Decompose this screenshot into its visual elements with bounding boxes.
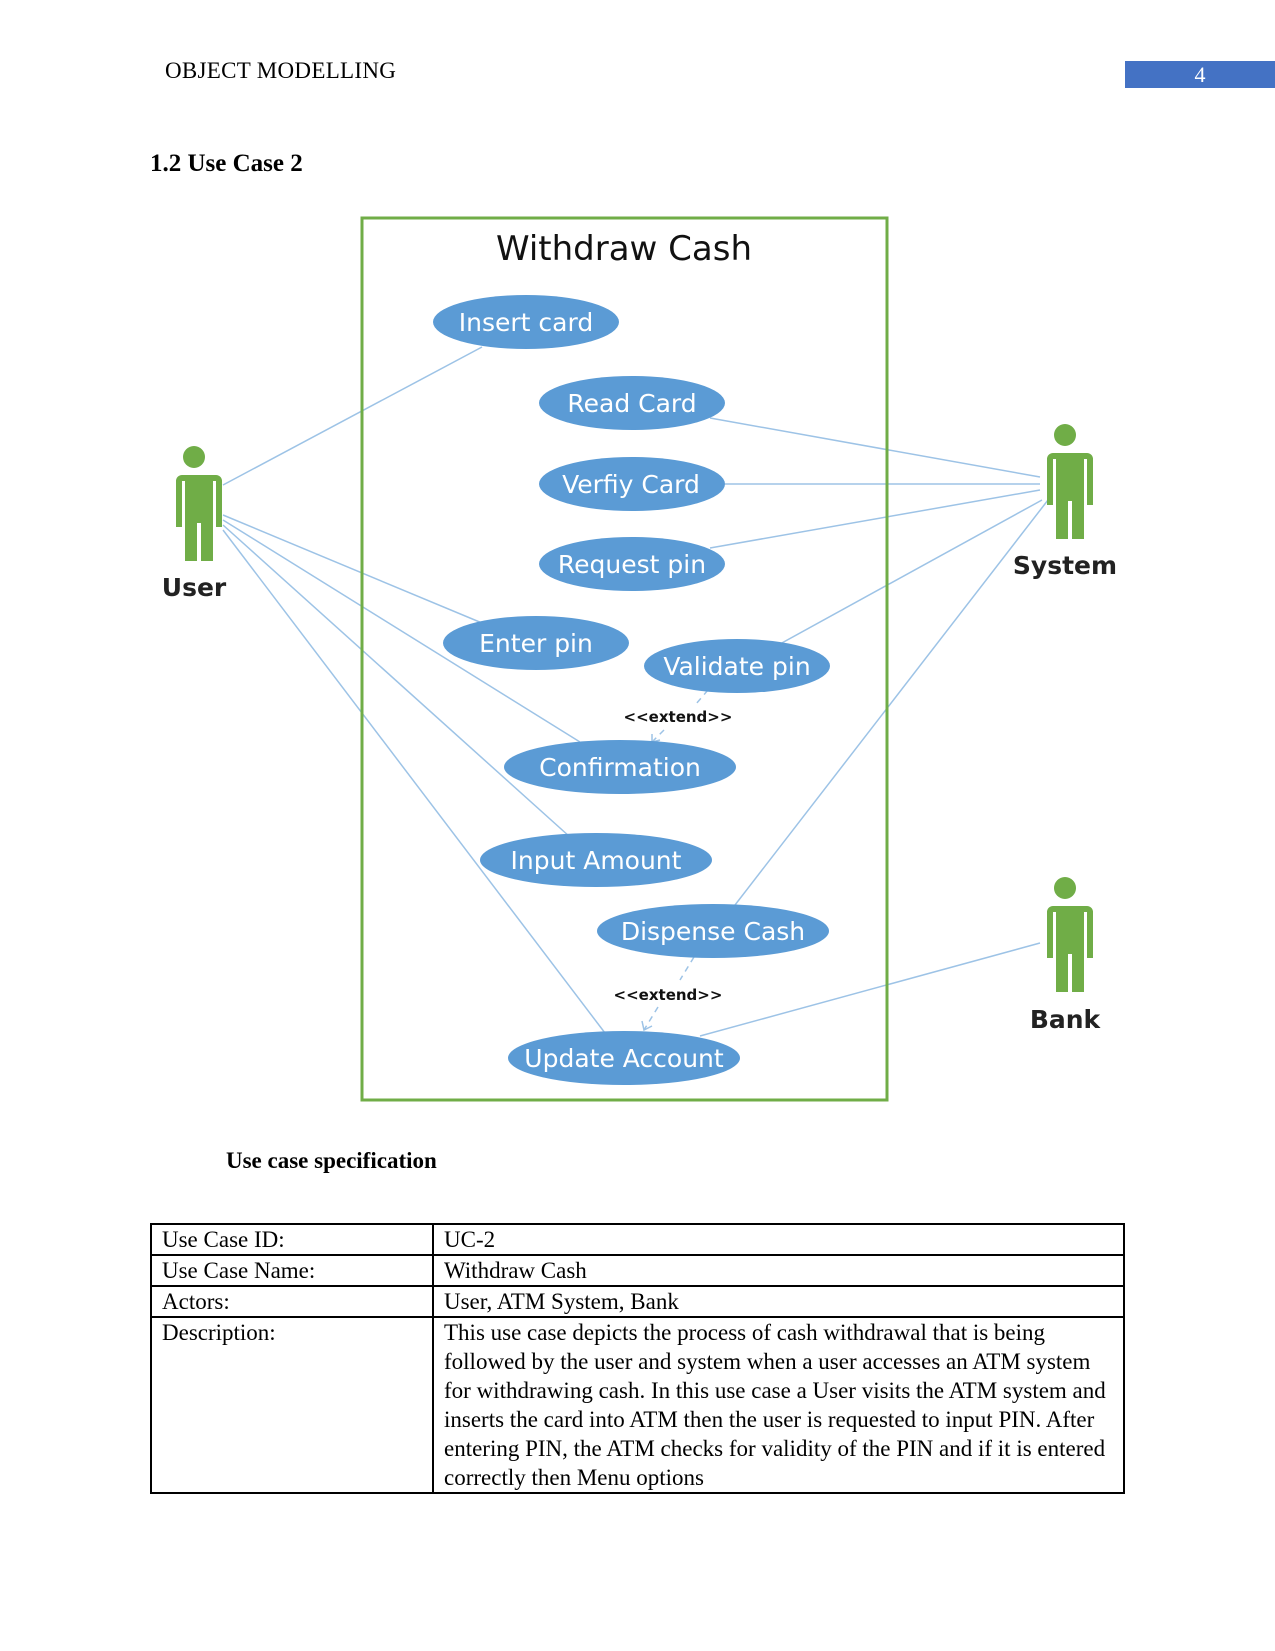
table-row: Use Case Name: Withdraw Cash — [150, 1254, 1125, 1287]
system-boundary — [360, 216, 889, 1102]
system-actor-icon — [1043, 424, 1093, 539]
spec-key: Description: — [150, 1316, 434, 1494]
use-case-label: Input Amount — [511, 846, 682, 875]
spec-value: Withdraw Cash — [432, 1254, 1125, 1287]
use-case-diagram: Withdraw Cash Insert card Read Card Verf… — [162, 216, 1117, 1102]
line-system-validate-pin — [779, 499, 1043, 645]
use-case-read-card: Read Card — [539, 376, 725, 430]
running-header: OBJECT MODELLING — [165, 58, 397, 83]
spec-heading: Use case specification — [226, 1148, 437, 1173]
use-case-input-amount: Input Amount — [480, 833, 712, 887]
use-case-label: Confirmation — [539, 753, 701, 782]
line-user-enter-pin — [222, 514, 483, 624]
use-case-validate-pin: Validate pin — [644, 639, 830, 693]
system-actor-label: System — [1013, 551, 1117, 580]
bank-actor-icon — [1043, 877, 1093, 992]
spec-key: Actors: — [150, 1285, 434, 1318]
use-case-insert-card: Insert card — [433, 295, 619, 349]
table-row: Actors: User, ATM System, Bank — [150, 1285, 1125, 1318]
page-number: 4 — [1125, 61, 1275, 88]
system-title: Withdraw Cash — [496, 229, 752, 269]
section-heading: 1.2 Use Case 2 — [150, 150, 303, 177]
use-case-label: Read Card — [567, 389, 696, 418]
line-system-read-card — [709, 417, 1041, 478]
use-case-verify-card: Verfiy Card — [539, 457, 725, 511]
table-row: Description: This use case depicts the p… — [150, 1316, 1125, 1494]
line-user-confirmation — [222, 519, 581, 743]
extend-arrow-1-top — [695, 689, 709, 705]
spec-key: Use Case ID: — [150, 1223, 434, 1256]
use-case-label: Validate pin — [663, 652, 810, 681]
extend-label-1: <<extend>> — [624, 708, 733, 726]
use-case-label: Update Account — [524, 1044, 724, 1073]
use-case-label: Dispense Cash — [621, 917, 805, 946]
line-user-input-amount — [222, 524, 571, 838]
extend-label-2: <<extend>> — [614, 986, 723, 1004]
use-case-confirmation: Confirmation — [504, 740, 736, 794]
use-case-label: Request pin — [558, 550, 706, 579]
spec-value: UC-2 — [432, 1223, 1125, 1256]
line-system-request-pin — [709, 489, 1041, 549]
extend-arrow-2-bottom — [643, 1006, 659, 1031]
line-system-dispense-cash — [734, 499, 1049, 906]
use-case-label: Insert card — [459, 308, 593, 337]
line-user-insert-card — [222, 346, 483, 486]
line-user-update-account — [222, 529, 606, 1034]
use-case-dispense-cash: Dispense Cash — [597, 904, 829, 958]
table-row: Use Case ID: UC-2 — [150, 1223, 1125, 1256]
use-case-update-account: Update Account — [508, 1031, 740, 1085]
extend-arrow-1-bottom — [651, 729, 665, 743]
association-lines — [222, 346, 1049, 1037]
arrowhead-2 — [641, 1020, 653, 1032]
use-case-label: Verfiy Card — [562, 470, 700, 499]
spec-key: Use Case Name: — [150, 1254, 434, 1287]
use-case-request-pin: Request pin — [539, 537, 725, 591]
user-actor-label: User — [162, 573, 227, 602]
user-actor-icon — [172, 446, 222, 561]
line-bank-update-account — [699, 942, 1041, 1037]
extend-arrows — [643, 689, 709, 1031]
spec-value: User, ATM System, Bank — [432, 1285, 1125, 1318]
spec-table: Use Case ID: UC-2 Use Case Name: Withdra… — [150, 1223, 1125, 1494]
use-case-label: Enter pin — [479, 629, 593, 658]
bank-actor-label: Bank — [1030, 1005, 1102, 1034]
use-case-enter-pin: Enter pin — [443, 616, 629, 670]
spec-value: This use case depicts the process of cas… — [432, 1316, 1125, 1494]
extend-arrow-2-top — [679, 956, 695, 981]
